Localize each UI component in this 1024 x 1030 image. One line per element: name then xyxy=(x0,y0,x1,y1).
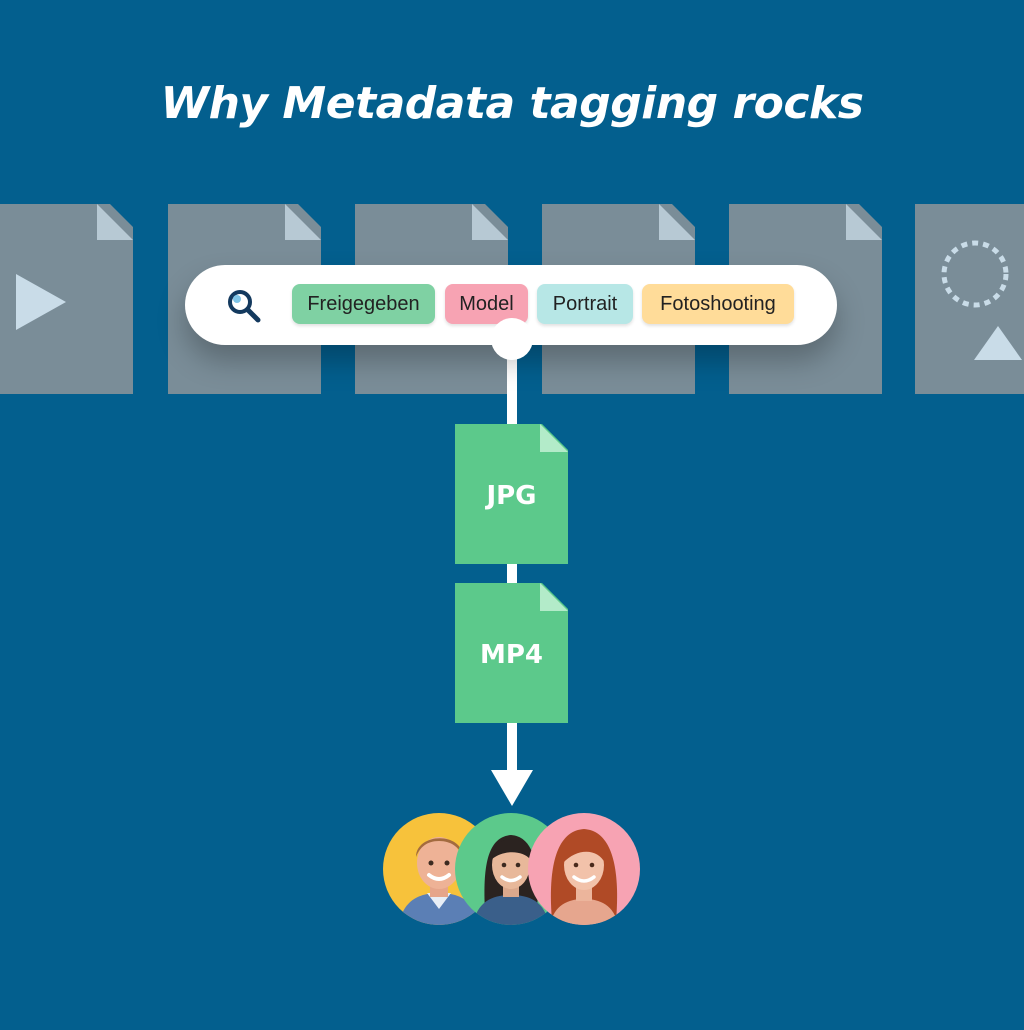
tag-model[interactable]: Model xyxy=(445,284,528,324)
document-video xyxy=(0,204,133,394)
file-type-label: JPG xyxy=(486,481,537,511)
page-title: Why Metadata tagging rocks xyxy=(160,78,864,129)
tag-portrait[interactable]: Portrait xyxy=(537,284,633,324)
document-fold xyxy=(472,204,508,240)
document-fold xyxy=(659,204,695,240)
arrow-down-icon xyxy=(491,770,533,806)
document-fold xyxy=(846,204,882,240)
search-icon[interactable] xyxy=(225,287,261,323)
tag-fotoshooting[interactable]: Fotoshooting xyxy=(642,284,794,324)
connector-dot xyxy=(491,318,533,360)
document-fold xyxy=(285,204,321,240)
file-card-mp4: MP4 xyxy=(455,583,568,723)
file-fold xyxy=(540,424,568,452)
tag-freigegeben[interactable]: Freigegeben xyxy=(292,284,435,324)
file-fold xyxy=(540,583,568,611)
avatar xyxy=(528,813,640,925)
shapes-icon xyxy=(941,240,1022,360)
document-fold xyxy=(97,204,133,240)
person-avatar-woman-red-hair xyxy=(528,813,640,925)
document-shapes xyxy=(915,204,1024,394)
file-type-label: MP4 xyxy=(479,640,544,670)
play-icon xyxy=(16,274,66,330)
file-card-jpg: JPG xyxy=(455,424,568,564)
